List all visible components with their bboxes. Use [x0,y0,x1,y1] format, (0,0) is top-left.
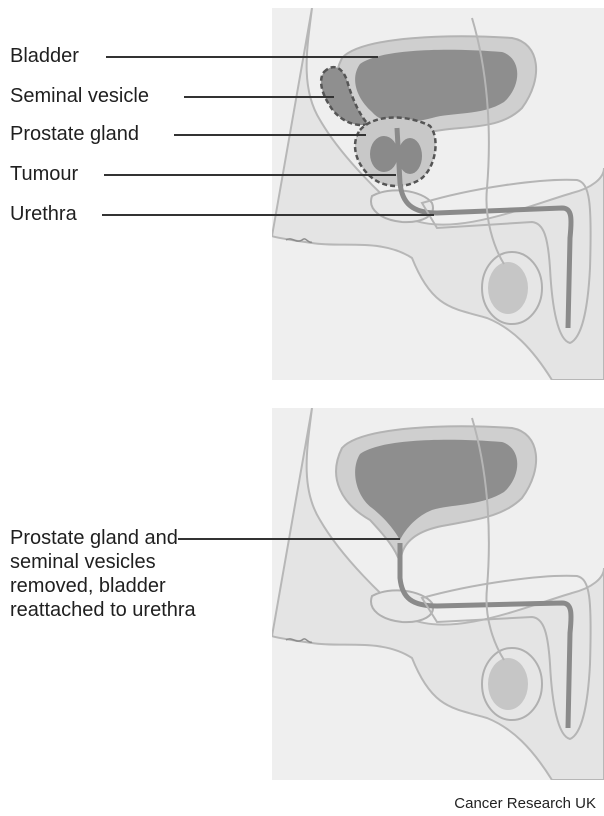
label-tumour: Tumour [10,162,78,186]
anatomy-panel-before [272,8,604,380]
label-urethra: Urethra [10,202,77,226]
leader-urethra [102,214,434,216]
pelvis-illustration-before [272,8,604,380]
credit-text: Cancer Research UK [454,795,596,812]
leader-prostate [174,134,366,136]
leader-bladder [106,56,378,58]
leader-prostatectomy [178,538,400,540]
tumour [370,136,398,172]
label-prostatectomy: Prostate gland and seminal vesicles remo… [10,526,240,622]
testis [488,262,528,314]
anatomy-panel-after [272,408,604,780]
testis [488,658,528,710]
leader-seminal-vesicle [184,96,334,98]
pelvis-illustration-after [272,408,604,780]
leader-tumour [104,174,396,176]
label-seminal-vesicle: Seminal vesicle [10,84,149,108]
label-prostate: Prostate gland [10,122,139,146]
label-bladder: Bladder [10,44,79,68]
